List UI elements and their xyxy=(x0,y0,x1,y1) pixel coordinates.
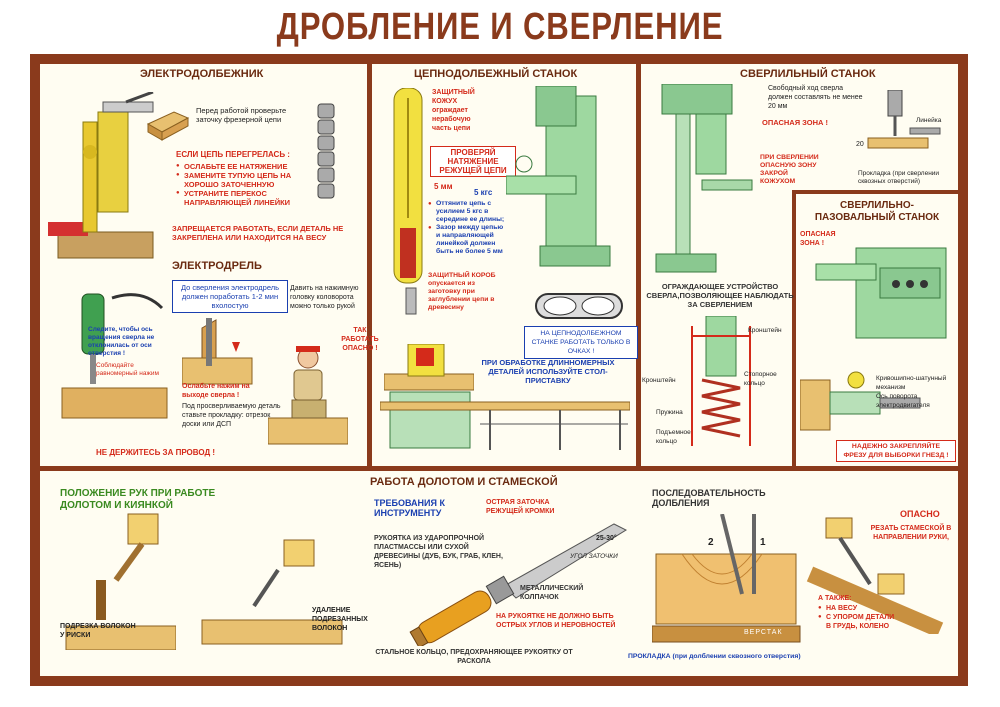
extension-table-illustration xyxy=(380,391,630,450)
section-title-drill-press: СВЕРЛИЛЬНЫЙ СТАНОК xyxy=(740,68,876,80)
angle-value: 25-30° xyxy=(596,535,617,542)
divider xyxy=(40,466,958,471)
motor-axis-label: Ось поворота электродвигателя xyxy=(876,393,930,409)
slot-drill-machine xyxy=(815,247,947,339)
divider xyxy=(792,190,958,194)
electric-chisel-illustration xyxy=(48,92,154,259)
check-tension-box: ПРОВЕРЯЙ НАТЯЖЕНИЕ РЕЖУЩЕЙ ЦЕПИ xyxy=(430,146,516,177)
axis-note: Следите, чтобы ось вращения сверла не от… xyxy=(88,326,155,357)
section-title-chisel-work: РАБОТА ДОЛОТОМ И СТАМЕСКОЙ xyxy=(370,476,558,488)
divider xyxy=(367,64,372,466)
goggles-note: НА ЦЕПНОДОЛБЕЖНОМ СТАНКЕ РАБОТАТЬ ТОЛЬКО… xyxy=(524,326,638,359)
goggles-icon xyxy=(535,293,623,319)
bench-label: ВЕРСТАК xyxy=(744,629,783,636)
crank-mechanism-label: Кривошипно-шатунный механизм xyxy=(876,375,947,391)
danger-zone-label-2: ОПАСНАЯ ЗОНА ! xyxy=(800,231,836,247)
chain-mortiser-machine xyxy=(506,86,611,267)
guard-cover-note: ПРИ СВЕРЛЕНИИ ОПАСНУЮ ЗОНУ ЗАКРОЙ КОЖУХО… xyxy=(760,154,819,185)
pad-label: ПРОКЛАДКА (при долблении сквозного отвер… xyxy=(628,653,801,660)
section-title-chisel-machine: ЭЛЕКТРОДОЛБЕЖНИК xyxy=(140,68,264,80)
step-1: 1 xyxy=(760,537,766,548)
board-note: Под просверливаемую деталь ставьте прокл… xyxy=(182,403,281,428)
cut-fibers-label: ПОДРЕЗКА ВОЛОКОН У РИСКИ xyxy=(60,623,136,639)
device-title: ОГРАЖДАЮЩЕЕ УСТРОЙСТВО СВЕРЛА,ПОЗВОЛЯЮЩЕ… xyxy=(646,282,794,309)
part-bracket-right: Кронштейн xyxy=(748,327,782,334)
dimension-20: 20 xyxy=(856,141,864,148)
step-2: 2 xyxy=(708,537,714,548)
wood-block-icon xyxy=(146,111,190,141)
even-press-note: Соблюдайте равномерный нажим xyxy=(96,362,159,377)
chain-guard-illustration xyxy=(393,88,423,315)
ruler-label: Линейка xyxy=(916,117,942,124)
fix-cutter-note: НАДЕЖНО ЗАКРЕПЛЯЙТЕ ФРЕЗУ ДЛЯ ВЫБОРКИ ГН… xyxy=(836,440,956,462)
tension-list: Оттяните цепь с усилием 5 кгс в середине… xyxy=(428,200,506,256)
sharp-edge-note: ОСТРАЯ ЗАТОЧКА РЕЖУЩЕЙ КРОМКИ xyxy=(486,499,555,515)
page-title: ДРОБЛЕНИЕ И СВЕРЛЕНИЕ xyxy=(276,6,724,48)
drill-guard-device xyxy=(691,316,751,446)
long-parts-note: ПРИ ОБРАБОТКЕ ДЛИННОМЕРНЫХ ДЕТАЛЕЙ ИСПОЛ… xyxy=(481,358,615,385)
unsafe-chisel-illustration xyxy=(806,517,944,634)
sequence-title: ПОСЛЕДОВАТЕЛЬНОСТЬ ДОЛБЛЕНИЯ xyxy=(652,488,766,508)
force-5kgs: 5 кгс xyxy=(474,188,493,197)
free-travel-note: Свободный ход сверла должен составлять н… xyxy=(768,85,863,110)
hands-title: ПОЛОЖЕНИЕ РУК ПРИ РАБОТЕ ДОЛОТОМ И КИЯНК… xyxy=(60,488,216,511)
steel-ring-note: СТАЛЬНОЕ КОЛЬЦО, ПРЕДОХРАНЯЮЩЕЕ РУКОЯТКУ… xyxy=(375,649,573,665)
mortising-sequence-illustration xyxy=(652,514,801,643)
press-note: Давить на нажимную головку коловорота мо… xyxy=(290,285,359,310)
mallet-chisel-illustration xyxy=(65,513,176,650)
chisel-tool-illustration xyxy=(409,523,628,646)
also-label: А ТАКЖЕ: xyxy=(818,595,852,602)
guard-note: ЗАЩИТНЫЙ КОЖУХ ограждает нерабочую часть… xyxy=(432,89,475,132)
ferrule-note: МЕТАЛЛИЧЕСКИЙ КОЛПАЧОК xyxy=(520,585,584,601)
fiber-removal-illustration xyxy=(201,539,343,645)
remove-fibers-label: УДАЛЕНИЕ ПОДРЕЗАННЫХ ВОЛОКОН xyxy=(312,607,368,632)
list-item: ЗАМЕНИТЕ ТУПУЮ ЦЕПЬ НА ХОРОШО ЗАТОЧЕННУЮ xyxy=(176,171,306,189)
milling-chain-icon xyxy=(317,103,335,199)
list-item: С УПОРОМ ДЕТАЛИ В ГРУДЬ, КОЛЕНО xyxy=(818,613,898,631)
board-drilling-illustration xyxy=(182,318,253,385)
hand-drill-illustration xyxy=(61,293,168,419)
pad-note: Прокладка (при сверлении сквозных отверс… xyxy=(858,170,940,185)
section-title-drill: ЭЛЕКТРОДРЕЛЬ xyxy=(172,260,262,272)
divider xyxy=(792,192,796,466)
gap-5mm: 5 мм xyxy=(434,182,453,191)
section-title-slot-drill: СВЕРЛИЛЬНО-ПАЗОВАЛЬНЫЙ СТАНОК xyxy=(814,200,940,223)
part-spring: Пружина xyxy=(656,409,683,416)
part-lift-ring: Подъемное кольцо xyxy=(656,429,691,445)
list-item: УСТРАНИТЕ ПЕРЕКОС НАПРАВЛЯЮЩЕЙ ЛИНЕЙКИ xyxy=(176,189,306,207)
list-item: Оттяните цепь с усилием 5 кгс в середине… xyxy=(428,200,506,224)
overheat-title: ЕСЛИ ЦЕПЬ ПЕРЕГРЕЛАСЬ : xyxy=(176,150,290,159)
worker-illustration xyxy=(268,346,348,445)
idle-run-note: До сверления электродрель должен поработ… xyxy=(172,280,288,313)
danger-title: ОПАСНО xyxy=(900,509,940,519)
cutter-detail-illustration xyxy=(800,371,921,431)
weaken-note: Ослабьте нажим на выходе сверла ! xyxy=(182,383,250,399)
angle-label: УГОЛ ЗАТОЧКИ xyxy=(570,553,618,560)
danger-text: РЕЗАТЬ СТАМЕСКОЙ В НАПРАВЛЕНИИ РУКИ, xyxy=(870,525,952,541)
danger-label: ТАК РАБОТАТЬ ОПАСНО ! xyxy=(341,327,379,352)
section-title-chain-mortiser: ЦЕПНОДОЛБЕЖНЫЙ СТАНОК xyxy=(414,68,578,80)
drill-press-illustration xyxy=(655,84,753,273)
part-stop-ring: Стопорное кольцо xyxy=(744,371,777,387)
guard-box-note: ЗАЩИТНЫЙ КОРОБ опускается из заготовку п… xyxy=(428,272,496,311)
requirements-title: ТРЕБОВАНИЯ К ИНСТРУМЕНТУ xyxy=(374,498,445,518)
danger-zone-label: ОПАСНАЯ ЗОНА ! xyxy=(762,118,829,127)
forbidden-warning: ЗАПРЕЩАЕТСЯ РАБОТАТЬ, ЕСЛИ ДЕТАЛЬ НЕ ЗАК… xyxy=(172,224,344,242)
drill-detail-illustration xyxy=(867,90,941,149)
handle-material-note: РУКОЯТКА ИЗ УДАРОПРОЧНОЙ ПЛАСТМАССЫ ИЛИ … xyxy=(374,535,503,569)
wire-warning: НЕ ДЕРЖИТЕСЬ ЗА ПРОВОД ! xyxy=(96,448,216,457)
no-sharp-edges-note: НА РУКОЯТКЕ НЕ ДОЛЖНО БЫТЬ ОСТРЫХ УГЛОВ … xyxy=(496,613,616,629)
list-item: ОСЛАБЬТЕ ЕЕ НАТЯЖЕНИЕ xyxy=(176,162,306,171)
chain-check-note: Перед работой проверьте заточку фрезерно… xyxy=(196,106,287,124)
also-list: НА ВЕСУ С УПОРОМ ДЕТАЛИ В ГРУДЬ, КОЛЕНО xyxy=(818,604,898,631)
list-item: НА ВЕСУ xyxy=(818,604,898,613)
mortiser-detail-illustration xyxy=(384,344,474,391)
divider xyxy=(636,64,641,466)
part-bracket-left: Кронштейн xyxy=(642,377,676,384)
overheat-list: ОСЛАБЬТЕ ЕЕ НАТЯЖЕНИЕ ЗАМЕНИТЕ ТУПУЮ ЦЕП… xyxy=(176,162,306,207)
list-item: Зазор между цепью и направляющей линейко… xyxy=(428,224,506,256)
